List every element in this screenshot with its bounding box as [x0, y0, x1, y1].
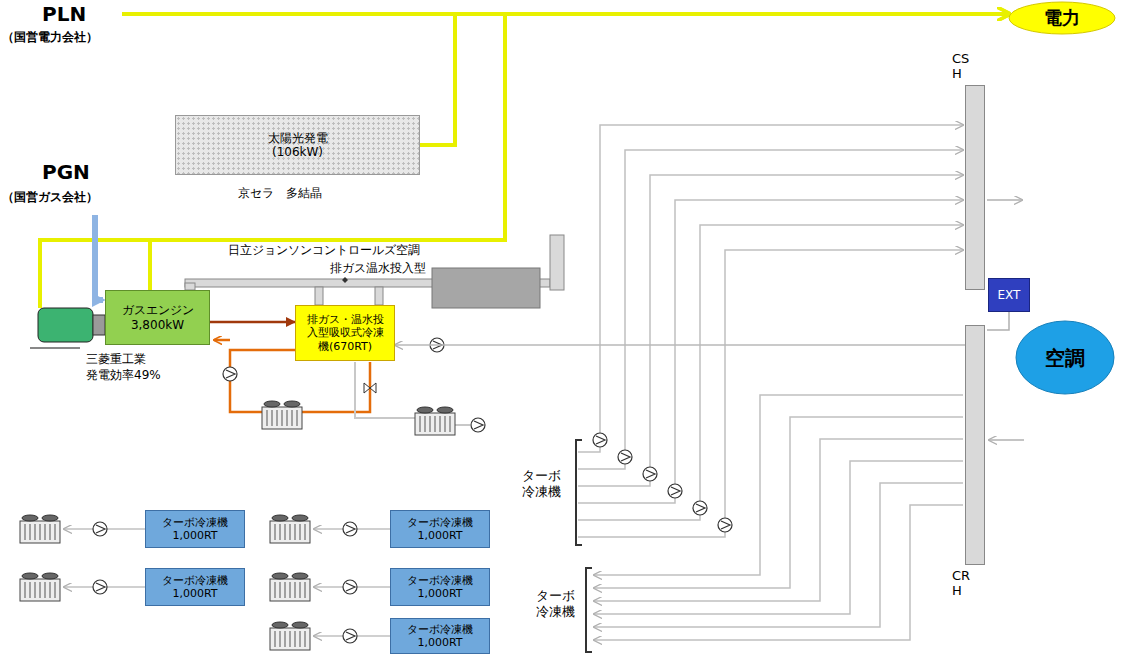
exhaust-box: EXT	[988, 278, 1030, 312]
pump-or-tower-symbol	[343, 629, 357, 643]
node-text: 排ガス・温水投入型吸収式冷凍機(670RT)	[305, 313, 385, 353]
group-label: ターボ冷凍機	[536, 588, 580, 621]
return-line	[594, 439, 963, 601]
pump-or-tower-symbol	[593, 433, 607, 447]
output-ellipse: 電力	[1008, 1, 1116, 35]
exhaust-duct	[185, 283, 195, 290]
pump-or-tower-symbol	[693, 501, 707, 515]
valve	[364, 383, 376, 393]
ellipse-shape	[1009, 2, 1115, 34]
coupling	[93, 315, 105, 335]
generator	[38, 308, 93, 342]
output-ellipse: 空調	[1015, 320, 1115, 395]
node-text: CR H	[952, 569, 972, 599]
supply-line	[987, 199, 1022, 201]
turbo-chiller-box: ターボ冷凍機 1,000RT	[390, 510, 490, 548]
maker-note: 日立ジョンソンコントロールズ空調	[228, 243, 420, 258]
base	[30, 347, 80, 349]
pump-or-tower-symbol	[471, 418, 485, 432]
source-note: （国営電力会社）	[2, 30, 98, 45]
node-text: ターボ冷凍機 1,000RT	[155, 516, 235, 542]
pump-or-tower-symbol	[415, 407, 455, 435]
turbo-chiller-box: ターボ冷凍機 1,000RT	[390, 618, 490, 654]
source-name: PLN	[42, 2, 86, 27]
hot-water-pipe	[302, 362, 370, 412]
source-note: （国営ガス会社）	[2, 190, 98, 205]
node-text: 太陽光発電 (106kW)	[248, 131, 348, 160]
pump-or-tower-symbol	[270, 573, 310, 601]
spec-note: 発電効率49%	[86, 368, 161, 383]
pump-or-tower-symbol	[343, 522, 357, 536]
node-text: EXT	[998, 288, 1021, 302]
pump-or-tower-symbol	[343, 580, 357, 594]
pump-or-tower-symbol	[618, 450, 632, 464]
return-line	[989, 439, 1024, 441]
node-text: CS H	[952, 52, 972, 82]
gas-engine-box: ガスエンジン 3,800kW	[105, 290, 210, 345]
pipe-connector	[210, 321, 295, 324]
pump-or-tower-symbol	[270, 515, 310, 543]
node-text: 電力	[1044, 7, 1080, 29]
pump-or-tower-symbol	[270, 622, 310, 650]
supply-line	[578, 150, 963, 469]
cooling-pipe	[455, 424, 470, 426]
source-name: PGN	[42, 160, 90, 185]
bracket	[576, 440, 582, 545]
hot-water-pipe	[214, 339, 230, 342]
node-text: ガスエンジン 3,800kW	[114, 303, 202, 332]
return-line	[594, 505, 963, 640]
pump-or-tower-symbol	[718, 518, 732, 532]
header-pipes	[578, 125, 963, 640]
pipe-connector	[420, 14, 1008, 145]
pump-or-tower-symbol	[223, 367, 237, 381]
pump-or-tower-symbol	[668, 484, 682, 498]
pump-or-tower-symbol	[93, 580, 107, 594]
node-text: ターボ冷凍機 1,000RT	[400, 574, 480, 600]
turbo-chiller-box: ターボ冷凍機 1,000RT	[145, 510, 245, 548]
supply-line	[578, 250, 963, 537]
return-line	[594, 395, 963, 575]
bracket	[586, 568, 592, 652]
bypass-line	[987, 312, 1009, 330]
turbo-chiller-box: ターボ冷凍機 1,000RT	[145, 568, 245, 606]
silencer	[432, 268, 540, 308]
type-note: 排ガス温水投入型	[330, 261, 426, 276]
return-header: CR H	[965, 325, 985, 565]
cooling-pipe	[355, 362, 415, 418]
pump-or-tower-symbol	[262, 401, 302, 429]
return-line	[594, 483, 963, 627]
pipe-connector	[150, 14, 1008, 290]
pump-or-tower-symbol	[20, 573, 60, 601]
solar-panel-box: 太陽光発電 (106kW)	[175, 115, 420, 175]
return-line	[594, 461, 963, 614]
return-line	[594, 417, 963, 588]
damper	[342, 277, 348, 283]
group-label: ターボ冷凍機	[522, 468, 566, 501]
exhaust-duct	[375, 287, 383, 305]
exhaust-duct	[315, 287, 323, 305]
supply-line	[578, 200, 963, 503]
supply-line	[578, 225, 963, 520]
absorption-chiller-box: 排ガス・温水投入型吸収式冷凍機(670RT)	[295, 305, 395, 361]
node-text: ターボ冷凍機 1,000RT	[400, 623, 480, 649]
node-text: 空調	[1045, 346, 1085, 370]
node-text: ターボ冷凍機 1,000RT	[400, 516, 480, 542]
pipe-connector	[395, 344, 965, 346]
ellipse-shape	[1016, 321, 1114, 394]
stack	[550, 235, 564, 290]
supply-line	[578, 125, 963, 452]
gas-pipe	[95, 215, 103, 300]
turbo-chiller-box: ターボ冷凍機 1,000RT	[390, 568, 490, 606]
maker-note: 京セラ 多結晶	[238, 186, 322, 201]
supply-header: CS H	[965, 85, 985, 290]
maker-note: 三菱重工業	[86, 352, 146, 367]
pump-or-tower-symbol	[93, 522, 107, 536]
node-text: ターボ冷凍機 1,000RT	[155, 574, 235, 600]
pump-or-tower-symbol	[20, 515, 60, 543]
pump-or-tower-symbol	[643, 467, 657, 481]
